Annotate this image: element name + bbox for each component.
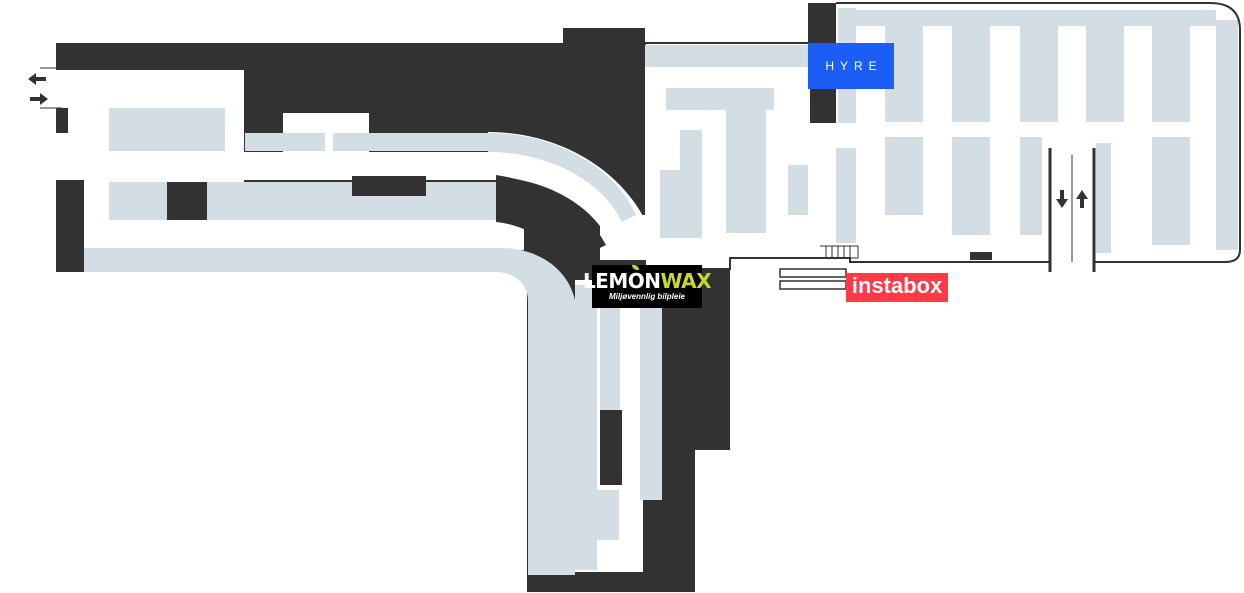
space-east-3 xyxy=(1020,24,1058,122)
space-east-right-strip xyxy=(1216,20,1238,250)
arrow-left-icon xyxy=(28,73,46,85)
space-south-3 xyxy=(597,490,619,540)
lemonwax-tagline: Miljøvennlig bilpleie xyxy=(608,292,685,301)
space-west-2 xyxy=(109,182,167,220)
space-central-4 xyxy=(680,130,702,238)
space-west-1 xyxy=(109,108,225,151)
lemonwax-label-part3: WAX xyxy=(660,269,712,293)
space-ramp xyxy=(488,133,636,222)
space-east-top-strip xyxy=(856,10,1216,26)
space-south-1 xyxy=(575,285,597,570)
space-east-6 xyxy=(885,137,923,215)
instabox-locker-2 xyxy=(779,280,847,290)
space-south-4 xyxy=(640,290,662,500)
hyre-label: HYRE xyxy=(825,59,883,73)
lane-curve-south xyxy=(84,248,575,575)
lemon-leaf-icon xyxy=(631,265,639,270)
arrow-down-icon xyxy=(1056,190,1068,208)
space-west-dark xyxy=(352,176,426,196)
space-west-strip-2 xyxy=(333,133,490,151)
lemonwax-label-part1: LEM xyxy=(582,269,628,293)
instabox-locker-1 xyxy=(779,268,847,278)
hyre-logo: HYRE xyxy=(808,43,894,89)
lane-west-bottom xyxy=(84,250,504,270)
space-east-pillar xyxy=(836,148,856,243)
wall-west-stub xyxy=(56,108,68,133)
lane-bottom xyxy=(84,220,524,250)
space-central-3 xyxy=(726,105,766,233)
instabox-logo: instabox xyxy=(846,273,948,302)
stairs xyxy=(820,245,859,259)
lane-west-horizontal xyxy=(56,152,496,180)
space-south-2 xyxy=(600,300,620,410)
space-east-4 xyxy=(1086,24,1124,122)
arrow-up-icon xyxy=(1076,190,1088,208)
space-west-block xyxy=(167,182,207,220)
space-central-1 xyxy=(645,45,810,67)
wall-top-bump xyxy=(563,28,645,48)
lemonwax-label-part2: N xyxy=(644,269,661,293)
direction-arrows xyxy=(28,73,1088,208)
space-east-7 xyxy=(952,137,990,235)
space-east-10 xyxy=(1152,137,1190,245)
space-west-strip xyxy=(245,133,325,151)
space-east-5 xyxy=(1152,24,1190,122)
outline-east-block xyxy=(836,2,1241,263)
arrow-right-icon xyxy=(30,93,48,105)
space-central-6 xyxy=(788,165,808,215)
space-east-8 xyxy=(1020,137,1042,235)
parking-spaces xyxy=(84,8,1238,570)
space-central-5 xyxy=(660,170,682,238)
outlines xyxy=(40,2,1241,290)
space-south-dark xyxy=(600,410,622,485)
wall-east-small xyxy=(970,252,992,260)
lemonwax-label-o: O xyxy=(628,265,645,291)
space-east-9 xyxy=(1096,143,1111,253)
space-central-2 xyxy=(666,88,774,110)
space-east-2 xyxy=(952,24,990,122)
instabox-label: instabox xyxy=(851,273,943,298)
wall-curve-block xyxy=(496,175,606,265)
